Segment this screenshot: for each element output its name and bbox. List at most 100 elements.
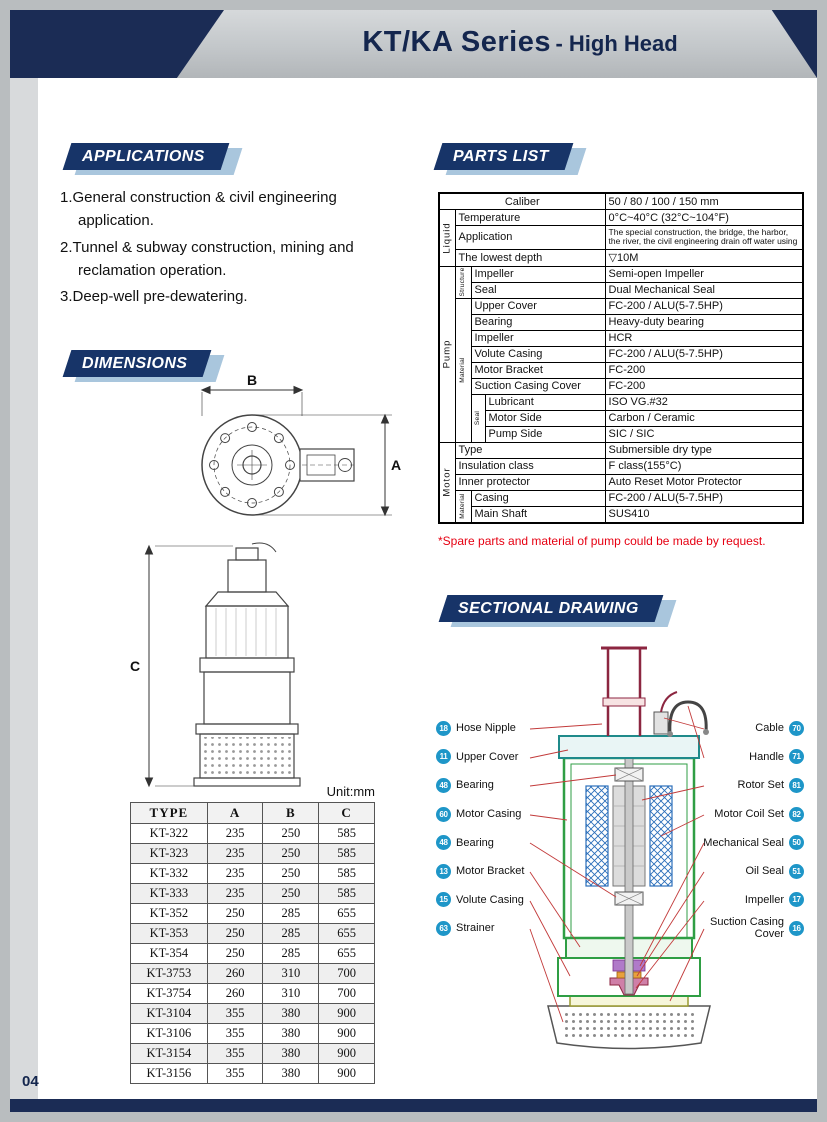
table-row: KT-354 250 285 655 [130,943,375,964]
page-title: KT/KA Series - High Head [310,26,730,59]
cell-c: 700 [318,983,375,1004]
row-label: Impeller [470,329,606,347]
cell-c: 900 [318,1043,375,1064]
part-number-badge: 48 [436,835,451,851]
row-value: ISO VG.#32 [604,393,804,411]
dimension-a-arrow [256,413,392,517]
row-label: Insulation class [454,457,606,475]
part-label: Bearing [456,779,494,792]
table-row: KT-3754 260 310 700 [130,983,375,1004]
page-number: 04 [22,1073,39,1090]
unit-label: Unit:mm [326,784,375,799]
callout-row: Handle 71 [700,743,804,772]
group-label-pump: Pump [438,265,456,443]
applications-list: 1.General construction & civil engineeri… [60,186,405,311]
spare-parts-note: *Spare parts and material of pump could … [438,534,766,548]
row-value: 0°C~40°C (32°C~104°F) [604,209,804,226]
callout-row: 48 Bearing [436,828,556,857]
part-number-badge: 17 [789,892,804,908]
cell-c: 655 [318,943,375,964]
cell-c: 700 [318,963,375,984]
part-label: Hose Nipple [456,722,516,735]
table-row: Pump Structure Impeller Semi-open Impell… [438,265,804,443]
page-title-main: KT/KA Series [362,26,551,58]
table-row: KT-3156 355 380 900 [130,1063,375,1084]
table-row: KT-3154 355 380 900 [130,1043,375,1064]
pump-side-view-outline [193,542,301,787]
footer-bar [10,1099,817,1112]
cell-b: 285 [262,923,320,944]
part-number-badge: 18 [436,720,451,736]
callout-row: Impeller 17 [700,886,804,915]
row-label: Casing [470,489,606,507]
cell-b: 285 [262,903,320,924]
row-value: FC-200 / ALU(5-7.5HP) [604,297,804,315]
table-row: Motor Bracket FC-200 [439,361,804,379]
cell-type: KT-323 [130,843,208,864]
callout-row: Oil Seal 51 [700,857,804,886]
callout-row: 18 Hose Nipple [436,714,556,743]
applications-item: 2.Tunnel & subway construction, mining a… [60,238,354,279]
bearing-bottom-figure [614,891,644,906]
page-title-sub: - High Head [555,31,678,56]
group-label-liquid: Liquid [438,209,456,267]
group-label-motor-material: Material [454,489,472,524]
sectional-drawing-area: 18 Hose Nipple 11 Upper Cover 48 Bearing… [430,640,808,1064]
leader-lines [529,705,705,1023]
row-value: SUS410 [604,505,804,524]
table-row: Motor Side Carbon / Ceramic [439,409,804,427]
part-number-badge: 50 [789,835,804,851]
callout-row: 13 Motor Bracket [436,857,556,886]
cell-b: 380 [262,1023,320,1044]
row-label: Suction Casing Cover [470,377,606,395]
callout-row: 63 Strainer [436,914,556,943]
row-label: Lubricant [484,393,606,411]
cell-a: 250 [206,923,264,944]
table-row: Impeller HCR [439,329,804,347]
cell-type: KT-3754 [130,983,208,1004]
callout-row: Motor Coil Set 82 [700,800,804,829]
row-label: Main Shaft [470,505,606,524]
sectional-callouts-left: 18 Hose Nipple 11 Upper Cover 48 Bearing… [436,714,556,943]
cell-a: 260 [206,963,264,984]
cell-type: KT-3106 [130,1023,208,1044]
row-value: Auto Reset Motor Protector [604,473,804,491]
group-label-structure: Structure [454,265,472,299]
table-row: KT-3104 355 380 900 [130,1003,375,1024]
part-number-badge: 82 [789,806,804,822]
dimensions-table: TYPE A B C KT-322 235 250 585 KT-323 235… [130,802,375,1084]
table-row: KT-323 235 250 585 [130,843,375,864]
section-banner-dimensions: DIMENSIONS [67,350,207,377]
table-row: KT-332 235 250 585 [130,863,375,884]
cell-a: 235 [206,823,264,844]
cell-a: 355 [206,1003,264,1024]
cell-type: KT-354 [130,943,208,964]
part-label: Rotor Set [737,779,784,792]
table-row: Seal Lubricant ISO VG.#32 [439,393,804,443]
row-value: Dual Mechanical Seal [604,281,804,299]
part-label: Upper Cover [456,750,519,763]
cell-b: 310 [262,983,320,1004]
cell-type: KT-3156 [130,1063,208,1084]
section-banner-applications: APPLICATIONS [67,143,225,170]
cell-a: 235 [206,883,264,904]
table-row: Seal Dual Mechanical Seal [439,281,804,299]
part-number-badge: 81 [789,777,804,793]
row-value: FC-200 / ALU(5-7.5HP) [604,345,804,363]
sectional-drawing-figure [529,646,711,1050]
part-label: Motor Bracket [456,865,525,878]
column-header: C [318,802,375,824]
part-label: Strainer [456,922,495,935]
row-label: Bearing [470,313,606,331]
bearing-top-figure [614,767,644,782]
table-row: Material Upper Cover FC-200 / ALU(5-7.5H… [439,297,804,443]
table-row: Motor Type Submersible dry type [438,441,804,524]
row-value: The special construction, the bridge, th… [604,225,804,250]
row-label: The lowest depth [454,248,606,267]
callout-row: Cable 70 [700,714,804,743]
handle-figure [667,700,709,737]
cell-c: 585 [318,823,375,844]
cell-a: 355 [206,1063,264,1084]
cell-c: 655 [318,903,375,924]
part-number-badge: 13 [436,863,451,879]
